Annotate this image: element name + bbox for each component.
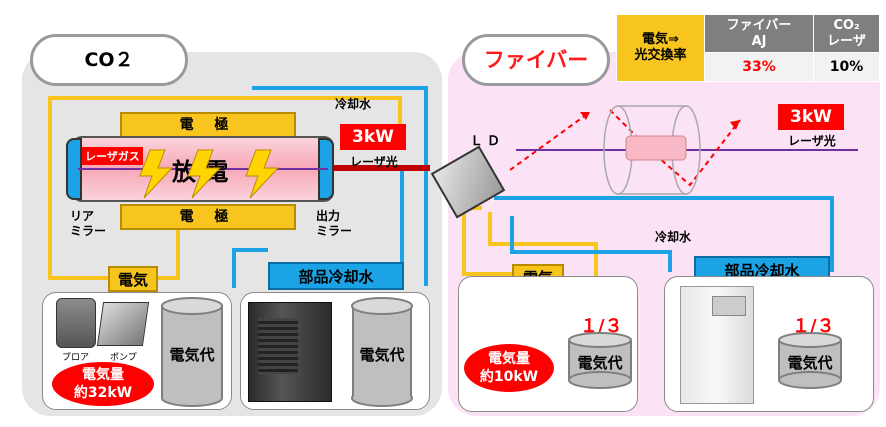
pump-label: ポンプ	[110, 353, 137, 363]
co2-laser-light-label: レーザ光	[350, 155, 398, 169]
chiller-vent	[258, 318, 298, 374]
co2-cooling-line-bottom-h	[232, 248, 268, 252]
co2-cooling-line-inner	[400, 170, 404, 270]
fiber-cooling-water-label: 冷却水	[655, 230, 692, 244]
co2-cooling-line-bottom	[232, 248, 236, 288]
fiber-electricity-cost-1: 電気代	[577, 354, 623, 372]
ld-pump-arrowhead	[580, 112, 590, 120]
co2-conversion-value: 10%	[813, 52, 880, 82]
fiber-cooling-line-inner-h	[510, 250, 670, 254]
ld-pump-arrow	[509, 111, 591, 171]
fiber-core	[625, 135, 687, 161]
co2-power-line-bottom2	[150, 276, 178, 280]
fiber-cost-cylinder-2-icon	[778, 332, 842, 389]
fiber-cooling-line-right	[830, 196, 834, 272]
conversion-rate-table: 電気⇒ 光交換率 ファイバー AJ CO₂ レーザ 33% 10%	[616, 14, 880, 82]
fiber-power-amount-badge: 電気量 約10kW	[464, 344, 554, 392]
fiber-fraction-1: １/３	[580, 316, 623, 337]
lightning-bolt-1	[139, 149, 174, 199]
co2-cooling-water-label: 冷却水	[335, 97, 372, 111]
fiber-conversion-value: 33%	[703, 52, 815, 82]
fiber-cooling-line-inner-v	[668, 250, 672, 272]
co2-cost-cylinder-2-icon	[351, 297, 413, 407]
fiber-column-header: ファイバー AJ	[703, 14, 815, 53]
co2-electricity-label: 電気	[108, 266, 158, 292]
blower-label: ブロア	[62, 353, 90, 363]
fiber-fraction-2: １/３	[792, 316, 835, 337]
fiber-output-box: 3kW	[778, 104, 844, 130]
fiber-cooling-line-inner	[510, 216, 514, 252]
co2-rear-mirror-label: リア ミラー	[70, 209, 107, 238]
co2-cooling-line-right	[424, 86, 428, 286]
blower-image	[56, 298, 96, 348]
lightning-bolt-3	[245, 149, 280, 199]
co2-laser-gas-label: レーザガス	[82, 147, 143, 165]
reflection-arrowhead	[730, 120, 740, 130]
fiber-power-line-left	[462, 206, 466, 276]
co2-electricity-cost-2: 電気代	[359, 346, 405, 364]
co2-power-line-drop	[176, 226, 180, 280]
fiber-power-line-inner-h	[488, 242, 598, 246]
co2-power-line-bottom	[48, 276, 128, 280]
ld-label: ＬＤ	[470, 134, 505, 149]
co2-output-box: 3kW	[340, 124, 406, 150]
co2-output-mirror-label: 出力 ミラー	[316, 209, 353, 238]
lightning-bolt-2	[187, 149, 222, 199]
co2-electrode-bottom: 電 極	[120, 204, 296, 230]
fiber-laser-light-label: レーザ光	[788, 134, 836, 148]
fiber-chiller-panel	[712, 296, 746, 316]
co2-cost-cylinder-1-icon	[161, 297, 223, 407]
co2-electricity-cost-1: 電気代	[169, 346, 215, 364]
co2-parts-cooling-water-label: 部品冷却水	[268, 262, 404, 290]
fiber-title: ファイバー	[462, 34, 610, 86]
co2-output-beam	[334, 165, 430, 171]
co2-power-line-top	[48, 96, 402, 100]
co2-power-line-left	[48, 96, 52, 280]
fiber-power-line-inner	[488, 212, 492, 246]
co2-column-header: CO₂ レーザ	[813, 14, 880, 53]
fiber-cooling-line-top	[494, 196, 834, 200]
co2-cooling-line-top	[252, 86, 428, 90]
fiber-cost-cylinder-1-icon	[568, 332, 632, 389]
fiber-power-line-inner-v	[594, 242, 598, 276]
fiber-electricity-cost-2: 電気代	[787, 354, 833, 372]
fiber-power-line-bottom	[462, 272, 514, 276]
co2-title: CO２	[30, 34, 188, 86]
co2-power-amount-badge: 電気量 約32kW	[52, 362, 154, 406]
co2-power-line-right	[398, 96, 402, 144]
